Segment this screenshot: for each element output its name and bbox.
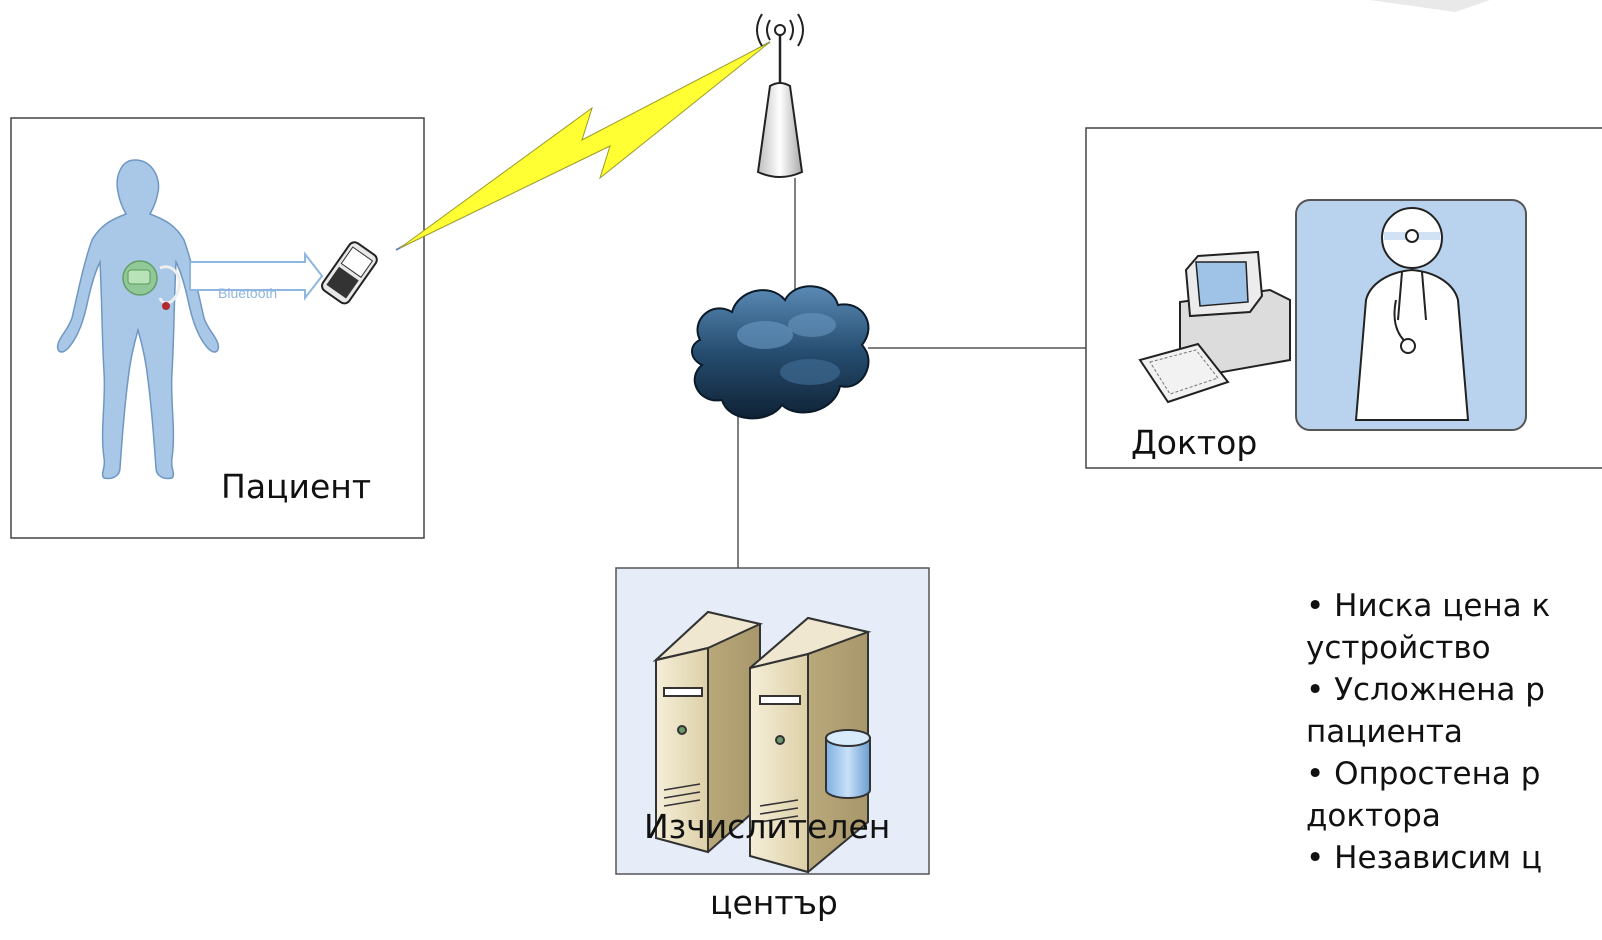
desktop-computer-icon [1138,250,1291,404]
feature-line-6: доктора [1306,798,1441,834]
network-cloud-icon [691,285,870,420]
feature-line-4: пациента [1306,714,1463,750]
antenna-tower-icon [756,13,804,178]
lightning-bolt [399,41,771,249]
corner-decoration [1370,0,1490,12]
bluetooth-label: Bluetooth [218,285,277,301]
feature-line-5: • Опростена р [1306,756,1541,792]
datacenter-label-line1: Изчислителен [644,807,891,846]
bluetooth-arrow [189,251,324,301]
server-1-icon [652,610,764,854]
feature-line-1: • Ниска цена к [1306,588,1551,624]
database-icon [825,729,871,799]
human-body-icon [56,159,220,480]
datacenter-label-line2: център [710,883,838,922]
doctor-label: Доктор [1131,423,1258,462]
feature-line-3: • Усложнена р [1306,672,1545,708]
feature-line-2: устройство [1306,630,1491,666]
patient-label: Пациент [221,467,372,506]
mobile-phone-icon [321,241,378,305]
feature-line-7: • Независим ц [1306,840,1542,876]
doctor-icon [1354,207,1470,421]
server-2-icon [749,616,872,874]
